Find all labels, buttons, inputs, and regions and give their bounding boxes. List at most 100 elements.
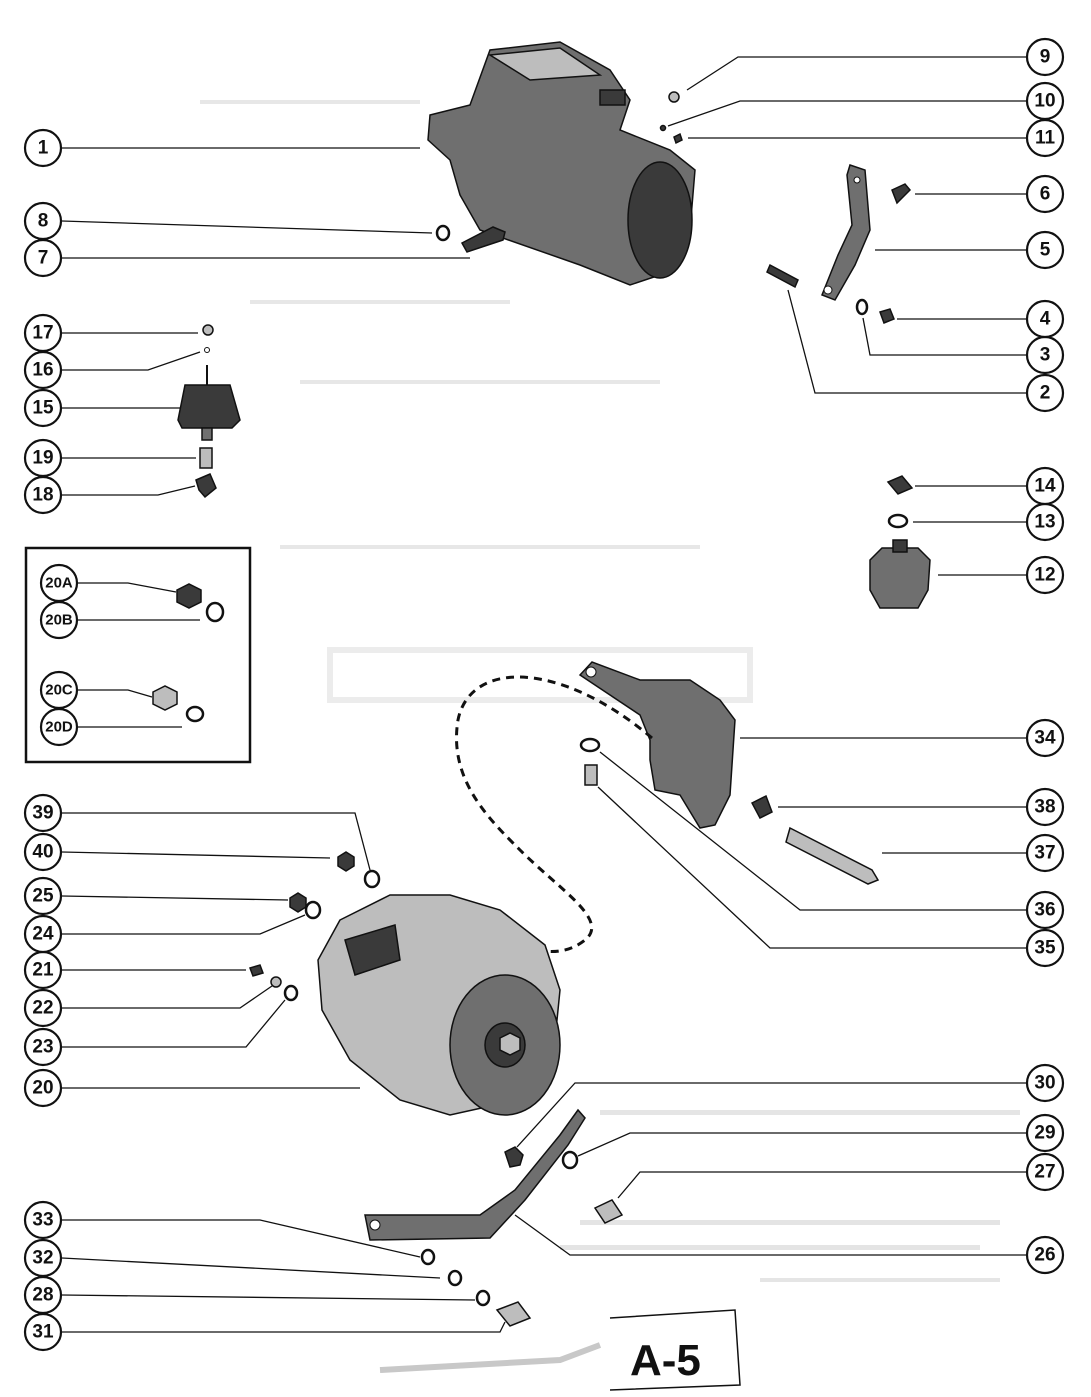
callout-23: 23 <box>23 1027 63 1067</box>
callout-11: 11 <box>1025 118 1065 158</box>
leader-line-36 <box>599 751 1026 911</box>
callout-number: 2 <box>1040 383 1051 404</box>
callout-22: 22 <box>23 988 63 1028</box>
alternator-hardware <box>249 851 381 1002</box>
starter-bolt <box>435 224 506 253</box>
callout-28: 28 <box>23 1275 63 1315</box>
leader-line-16 <box>62 351 201 371</box>
leader-line-31 <box>62 1321 506 1333</box>
callout-21: 21 <box>23 950 63 990</box>
inset-box <box>24 546 252 764</box>
temperature-switch <box>869 475 931 609</box>
callout-circle <box>1025 1113 1065 1153</box>
leader-line-35 <box>597 786 1026 949</box>
callout-number: 34 <box>1034 728 1056 749</box>
leader-line-20c <box>78 689 153 698</box>
callout-16: 16 <box>23 350 63 390</box>
callout-5: 5 <box>1025 230 1065 270</box>
bleed-through-text <box>200 100 1020 1282</box>
callout-number: 29 <box>1034 1123 1055 1144</box>
callout-20b: 20B <box>39 600 79 640</box>
leader-line-9 <box>686 56 1026 91</box>
callout-31: 31 <box>23 1312 63 1352</box>
leader-line-28 <box>61 1294 476 1301</box>
callout-circle <box>23 313 63 353</box>
callout-18: 18 <box>23 475 63 515</box>
leader-lines <box>61 56 1026 1333</box>
callout-39: 39 <box>23 793 63 833</box>
leader-line-40 <box>61 851 331 859</box>
leader-line-2 <box>787 289 1026 394</box>
callout-number: 20A <box>45 575 73 592</box>
callout-circle <box>1025 299 1065 339</box>
callout-number: 20B <box>45 612 73 629</box>
callout-circle <box>23 876 63 916</box>
callout-15: 15 <box>23 388 63 428</box>
starter-bracket <box>766 164 912 324</box>
callout-circle <box>1025 1152 1065 1192</box>
leader-line-18 <box>62 485 196 496</box>
callout-37: 37 <box>1025 833 1065 873</box>
callout-number: 22 <box>32 998 53 1019</box>
callout-circle <box>1025 833 1065 873</box>
callout-circle <box>1025 928 1065 968</box>
alternator <box>317 894 561 1116</box>
callout-number: 35 <box>1034 938 1056 959</box>
page-label: A-5 <box>630 1336 701 1385</box>
leader-line-33 <box>62 1219 421 1258</box>
leader-line-22 <box>62 985 273 1009</box>
adjusting-arm <box>455 661 736 954</box>
callout-26: 26 <box>1025 1235 1065 1275</box>
leader-line-20a <box>78 582 177 593</box>
callout-circle <box>1025 1235 1065 1275</box>
callout-number: 14 <box>1034 476 1056 497</box>
callout-circle <box>1025 373 1065 413</box>
callout-number: 15 <box>32 398 54 419</box>
callout-circle <box>1025 230 1065 270</box>
callout-20d: 20D <box>39 707 79 747</box>
callout-circle <box>39 600 79 640</box>
callout-number: 11 <box>1035 128 1056 149</box>
callout-38: 38 <box>1025 787 1065 827</box>
callout-number: 39 <box>32 803 53 824</box>
callout-number: 13 <box>1034 512 1055 533</box>
callout-30: 30 <box>1025 1063 1065 1103</box>
callout-32: 32 <box>23 1238 63 1278</box>
callout-number: 25 <box>32 886 54 907</box>
callout-circle <box>23 1238 63 1278</box>
callout-7: 7 <box>23 238 63 278</box>
callout-number: 4 <box>1040 309 1051 330</box>
callout-27: 27 <box>1025 1152 1065 1192</box>
callout-10: 10 <box>1025 81 1065 121</box>
callout-8: 8 <box>23 201 63 241</box>
callout-circle <box>23 201 63 241</box>
callout-number: 24 <box>32 924 54 945</box>
callout-35: 35 <box>1025 928 1065 968</box>
callout-20a: 20A <box>39 563 79 603</box>
leader-line-32 <box>61 1257 441 1279</box>
callout-number: 6 <box>1040 184 1051 205</box>
callout-number: 3 <box>1040 345 1051 366</box>
page-label-area: A-5 <box>379 1309 741 1391</box>
callout-number: 27 <box>1034 1162 1055 1183</box>
leader-line-8 <box>61 220 433 234</box>
callout-circle <box>1025 466 1065 506</box>
callout-circle <box>23 914 63 954</box>
callout-40: 40 <box>23 832 63 872</box>
callout-markers: 123456789101112131415161718192020A20B20C… <box>23 37 1065 1352</box>
callout-20c: 20C <box>39 670 79 710</box>
callout-circle <box>1025 174 1065 214</box>
leader-line-24 <box>62 914 306 935</box>
alternator-bracket <box>364 1108 624 1327</box>
callout-circle <box>1025 118 1065 158</box>
callout-number: 16 <box>32 360 53 381</box>
callout-14: 14 <box>1025 466 1065 506</box>
callout-circle <box>1025 890 1065 930</box>
callout-number: 40 <box>32 842 53 863</box>
callout-number: 20C <box>45 682 73 699</box>
callout-number: 7 <box>38 248 49 269</box>
callout-circle <box>1025 555 1065 595</box>
callout-3: 3 <box>1025 335 1065 375</box>
callout-number: 32 <box>32 1248 53 1269</box>
callout-number: 21 <box>32 960 54 981</box>
